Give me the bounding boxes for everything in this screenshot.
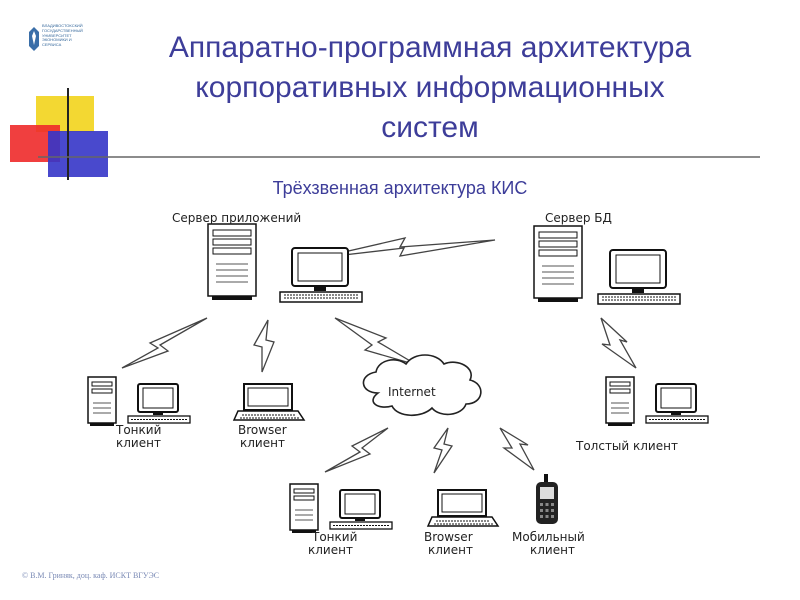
lightning-link-icon <box>600 317 637 369</box>
internet-cloud: Internet <box>362 354 482 417</box>
computer-monitor-icon <box>127 383 191 424</box>
server-tower-icon <box>289 483 319 534</box>
computer-monitor-icon <box>279 247 363 303</box>
cloud-icon <box>362 354 482 417</box>
logo-text: ВЛАДИВОСТОКСКИЙ ГОСУДАРСТВЕННЫЙ УНИВЕРСИ… <box>42 23 104 48</box>
browser-client-bottom-node: Browser клиент <box>424 489 499 557</box>
mobile-client-label: Мобильный <box>512 530 585 544</box>
lightning-link-icon <box>334 317 418 366</box>
laptop-icon <box>427 489 499 527</box>
db-server-label: Сервер БД <box>545 211 612 225</box>
thin-client-bottom-label: Тонкий <box>311 530 357 544</box>
computer-monitor-icon <box>597 249 681 305</box>
laptop-icon <box>233 383 305 421</box>
network-links <box>121 237 637 474</box>
thin-client-left-label: клиент <box>116 436 161 450</box>
thick-client-label: Толстый клиент <box>575 439 678 453</box>
app-server-node: Сервер приложений <box>172 211 363 303</box>
thin-client-left-label: Тонкий <box>115 423 161 437</box>
browser-client-left-node: Browser клиент <box>233 383 305 450</box>
lightning-link-icon <box>121 317 208 369</box>
mobile-phone-icon <box>536 474 558 524</box>
logo-line: ВЛАДИВОСТОКСКИЙ <box>42 23 83 28</box>
thin-client-bottom-node: Тонкий клиент <box>289 483 393 557</box>
logo-line: УНИВЕРСИТЕТ <box>42 32 72 38</box>
computer-monitor-icon <box>645 383 709 424</box>
title-line-3: систем <box>381 111 479 144</box>
thin-client-bottom-label: клиент <box>308 543 353 557</box>
server-tower-icon <box>87 376 117 427</box>
mobile-client-label: клиент <box>530 543 575 557</box>
diagram-subtitle: Трёхзвенная архитектура КИС <box>272 178 528 198</box>
logo-line: ГОСУДАРСТВЕННЫЙ <box>42 27 83 33</box>
corner-blue-square <box>48 131 108 177</box>
server-tower-icon <box>605 376 635 427</box>
db-server-node: Сервер БД <box>533 211 681 305</box>
browser-client-bottom-label: Browser <box>424 530 473 544</box>
logo-line: СЕРВИСА <box>42 42 62 48</box>
logo-emblem-icon <box>29 27 39 51</box>
lightning-link-icon <box>253 319 275 373</box>
browser-client-left-label: клиент <box>240 436 285 450</box>
browser-client-bottom-label: клиент <box>428 543 473 557</box>
slide-title: Аппаратно-программная архитектура корпор… <box>100 28 760 148</box>
lightning-link-icon <box>432 427 454 474</box>
title-line-1: Аппаратно-программная архитектура <box>168 31 692 64</box>
corner-decoration <box>10 88 760 180</box>
lightning-link-icon <box>324 427 389 473</box>
lightning-link-icon <box>317 237 496 259</box>
thick-client-node: Толстый клиент <box>575 376 709 453</box>
mobile-client-node: Мобильный клиент <box>512 474 585 557</box>
logo-line: ЭКОНОМИКИ И <box>42 37 72 43</box>
title-line-2: корпоративных информационных <box>195 71 665 104</box>
university-logo: ВЛАДИВОСТОКСКИЙ ГОСУДАРСТВЕННЫЙ УНИВЕРСИ… <box>28 23 104 56</box>
app-server-label: Сервер приложений <box>172 211 301 225</box>
thin-client-left-node: Тонкий клиент <box>87 376 191 450</box>
server-tower-icon <box>533 225 583 303</box>
footer-copyright: © В.М. Гриняк, доц. каф. ИСКТ ВГУЭС <box>22 571 160 580</box>
lightning-link-icon <box>499 427 535 471</box>
browser-client-left-label: Browser <box>238 423 287 437</box>
server-tower-icon <box>207 223 257 301</box>
cloud-label: Internet <box>388 385 436 399</box>
computer-monitor-icon <box>329 489 393 530</box>
